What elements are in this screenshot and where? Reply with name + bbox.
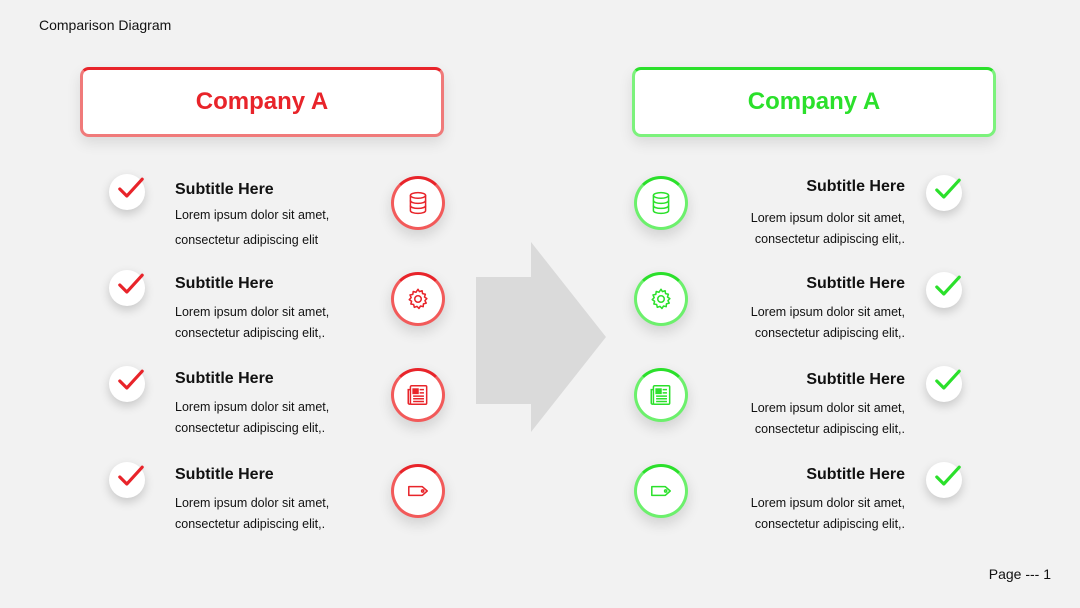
item-desc-line1: Lorem ipsum dolor sit amet, [750,305,905,319]
check-icon [926,175,962,211]
item-subtitle: Subtitle Here [806,466,905,483]
tag-icon [391,464,445,518]
item-desc-line2: consectetur adipiscing elit,. [754,517,905,531]
left-item-4-text: Subtitle Here Lorem ipsum dolor sit amet… [175,465,375,535]
item-subtitle: Subtitle Here [806,275,905,292]
check-icon [926,462,962,498]
check-icon [109,174,145,210]
left-item-1-text: Subtitle Here Lorem ipsum dolor sit amet… [175,180,375,251]
newspaper-icon [634,368,688,422]
newspaper-icon [391,368,445,422]
item-desc-line2: consectetur adipiscing elit,. [175,421,326,435]
right-arrow-icon [476,242,606,432]
item-desc-line1: Lorem ipsum dolor sit amet, [175,496,330,510]
right-item-4-text: Subtitle Here Lorem ipsum dolor sit amet… [705,465,905,535]
page-title: Comparison Diagram [39,17,172,33]
item-subtitle: Subtitle Here [175,275,274,292]
right-item-1-text: Subtitle Here Lorem ipsum dolor sit amet… [705,177,905,250]
check-icon [926,272,962,308]
item-desc-line1: Lorem ipsum dolor sit amet, [750,496,905,510]
tag-icon [634,464,688,518]
item-desc-line1: Lorem ipsum dolor sit amet, [750,401,905,415]
left-item-2-text: Subtitle Here Lorem ipsum dolor sit amet… [175,274,375,344]
item-desc-line2: consectetur adipiscing elit,. [754,326,905,340]
item-subtitle: Subtitle Here [175,370,274,387]
item-desc-line2: consectetur adipiscing elit,. [754,232,905,246]
gear-icon [634,272,688,326]
database-icon [391,176,445,230]
item-desc-line1: Lorem ipsum dolor sit amet, [175,208,330,222]
item-desc-line2: consectetur adipiscing elit,. [175,517,326,531]
check-icon [109,462,145,498]
item-subtitle: Subtitle Here [806,178,905,195]
right-item-2-text: Subtitle Here Lorem ipsum dolor sit amet… [705,274,905,344]
item-desc-line1: Lorem ipsum dolor sit amet, [175,400,330,414]
item-desc-line1: Lorem ipsum dolor sit amet, [750,211,905,225]
gear-icon [391,272,445,326]
check-icon [926,366,962,402]
left-item-3-text: Subtitle Here Lorem ipsum dolor sit amet… [175,369,375,439]
item-subtitle: Subtitle Here [806,371,905,388]
item-subtitle: Subtitle Here [175,181,274,198]
item-desc-line2: consectetur adipiscing elit [175,233,319,247]
item-desc-line1: Lorem ipsum dolor sit amet, [175,305,330,319]
left-company-header: Company A [80,67,444,137]
page-number: Page --- 1 [988,566,1051,582]
check-icon [109,270,145,306]
item-desc-line2: consectetur adipiscing elit,. [175,326,326,340]
right-company-header: Company A [632,67,996,137]
right-item-3-text: Subtitle Here Lorem ipsum dolor sit amet… [705,370,905,440]
item-subtitle: Subtitle Here [175,466,274,483]
database-icon [634,176,688,230]
check-icon [109,366,145,402]
item-desc-line2: consectetur adipiscing elit,. [754,422,905,436]
